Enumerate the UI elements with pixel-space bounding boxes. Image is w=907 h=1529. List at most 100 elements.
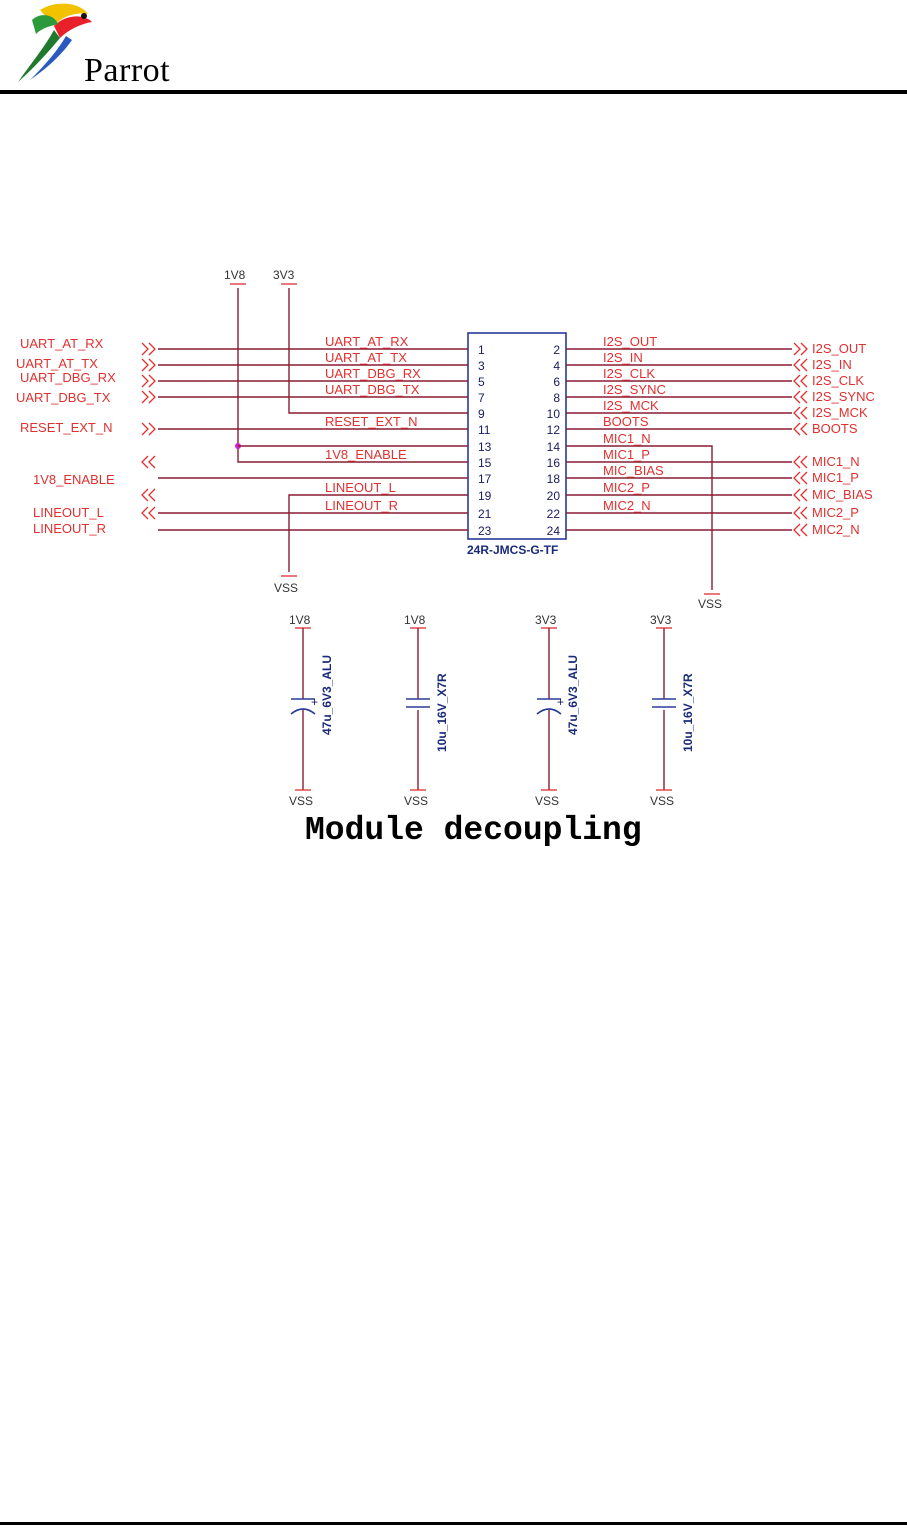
port-arrow (141, 390, 156, 404)
pin-number: 2 (553, 343, 560, 357)
decoupling-capacitors: 1V8+VSS47u_6V3_ALU1V8VSS10u_16V_X7R3V3+V… (289, 613, 695, 808)
pin-number: 15 (478, 456, 492, 470)
pin-number: 5 (478, 375, 485, 389)
wire-label: MIC2_P (603, 480, 650, 495)
page-header: Parrot (0, 0, 907, 96)
wire-label: 1V8_ENABLE (325, 447, 407, 462)
port-arrow (141, 455, 156, 469)
port-label: I2S_SYNC (812, 389, 875, 404)
wire-label: UART_DBG_RX (325, 366, 421, 381)
connector-part-name: 24R-JMCS-G-TF (467, 543, 558, 557)
port-label: I2S_OUT (812, 341, 866, 356)
port-label: BOOTS (812, 421, 858, 436)
port-label: UART_DBG_TX (16, 390, 111, 405)
right-ports: I2S_OUTI2S_INI2S_CLKI2S_SYNCI2S_MCKBOOTS… (793, 341, 875, 537)
port-arrow (793, 523, 808, 537)
wire-label: I2S_OUT (603, 334, 657, 349)
cap-value-label: 47u_6V3_ALU (566, 655, 580, 735)
pin-number: 4 (553, 359, 560, 373)
left-wire-labels: UART_AT_RXUART_AT_TXUART_DBG_RXUART_DBG_… (325, 334, 421, 513)
pin-number: 21 (478, 507, 492, 521)
port-label: MIC1_P (812, 470, 859, 485)
cap-value-label: 10u_16V_X7R (681, 673, 695, 752)
pin-number: 1 (478, 343, 485, 357)
wire-label: I2S_CLK (603, 366, 655, 381)
port-arrow (793, 471, 808, 485)
pin-number: 7 (478, 391, 485, 405)
cap-ground-label: VSS (289, 794, 313, 808)
port-label: I2S_CLK (812, 373, 864, 388)
wires (158, 288, 792, 590)
port-arrow (141, 422, 156, 436)
wire-label: RESET_EXT_N (325, 414, 417, 429)
pin-number: 17 (478, 472, 492, 486)
pin-number: 16 (547, 456, 561, 470)
port-label: UART_AT_TX (16, 356, 98, 371)
port-arrow (793, 506, 808, 520)
cap-supply-label: 3V3 (535, 613, 557, 627)
wire-label: LINEOUT_L (325, 480, 396, 495)
pin-number: 11 (478, 423, 491, 437)
cap-value-label: 10u_16V_X7R (435, 673, 449, 752)
port-arrow (793, 406, 808, 420)
port-label: UART_AT_RX (20, 336, 104, 351)
port-label: I2S_MCK (812, 405, 868, 420)
header-rule (0, 90, 907, 94)
wire-label: I2S_MCK (603, 398, 659, 413)
port-arrow (141, 358, 156, 372)
pin-number: 13 (478, 440, 492, 454)
pin-number: 12 (547, 423, 561, 437)
pin-number: 9 (478, 407, 485, 421)
pin-number: 6 (553, 375, 560, 389)
wire-label: UART_AT_RX (325, 334, 409, 349)
port-arrow (793, 390, 808, 404)
port-label: MIC1_N (812, 454, 860, 469)
wire-label: I2S_IN (603, 350, 643, 365)
port-arrow (141, 374, 156, 388)
port-label: MIC_BIAS (812, 487, 873, 502)
wire-label: MIC2_N (603, 498, 651, 513)
cap-supply-label: 1V8 (289, 613, 311, 627)
cap-ground-label: VSS (404, 794, 428, 808)
cap-ground-label: VSS (650, 794, 674, 808)
connector-body (467, 332, 567, 540)
wire-label: UART_DBG_TX (325, 382, 420, 397)
power-symbols (230, 283, 720, 595)
port-label: MIC2_P (812, 505, 859, 520)
wire-label: UART_AT_TX (325, 350, 407, 365)
wire-label: BOOTS (603, 414, 649, 429)
pin-number: 3 (478, 359, 485, 373)
wire-label: I2S_SYNC (603, 382, 666, 397)
pin-number: 20 (547, 489, 561, 503)
parrot-logo-icon (18, 3, 92, 82)
port-label: RESET_EXT_N (20, 420, 112, 435)
port-label: LINEOUT_L (33, 505, 104, 520)
pin-number: 18 (547, 472, 561, 486)
footer-rule (0, 1522, 907, 1525)
pin-number: 10 (547, 407, 561, 421)
pin-number: 22 (547, 507, 561, 521)
wire-label: LINEOUT_R (325, 498, 398, 513)
wire-label: MIC1_P (603, 447, 650, 462)
polarity-mark: + (311, 695, 318, 709)
port-arrow (793, 374, 808, 388)
pin-number: 14 (547, 440, 561, 454)
port-arrow (793, 358, 808, 372)
diagram-caption: Module decoupling (305, 812, 642, 849)
ground-label-left: VSS (274, 581, 298, 595)
port-label: 1V8_ENABLE (33, 472, 115, 487)
brand-name: Parrot (84, 52, 171, 89)
right-wire-labels: I2S_OUTI2S_INI2S_CLKI2S_SYNCI2S_MCKBOOTS… (603, 334, 666, 513)
cap-ground-label: VSS (535, 794, 559, 808)
power-label-1v8: 1V8 (224, 268, 246, 282)
port-arrow (141, 488, 156, 502)
port-arrow (793, 488, 808, 502)
port-label: MIC2_N (812, 522, 860, 537)
